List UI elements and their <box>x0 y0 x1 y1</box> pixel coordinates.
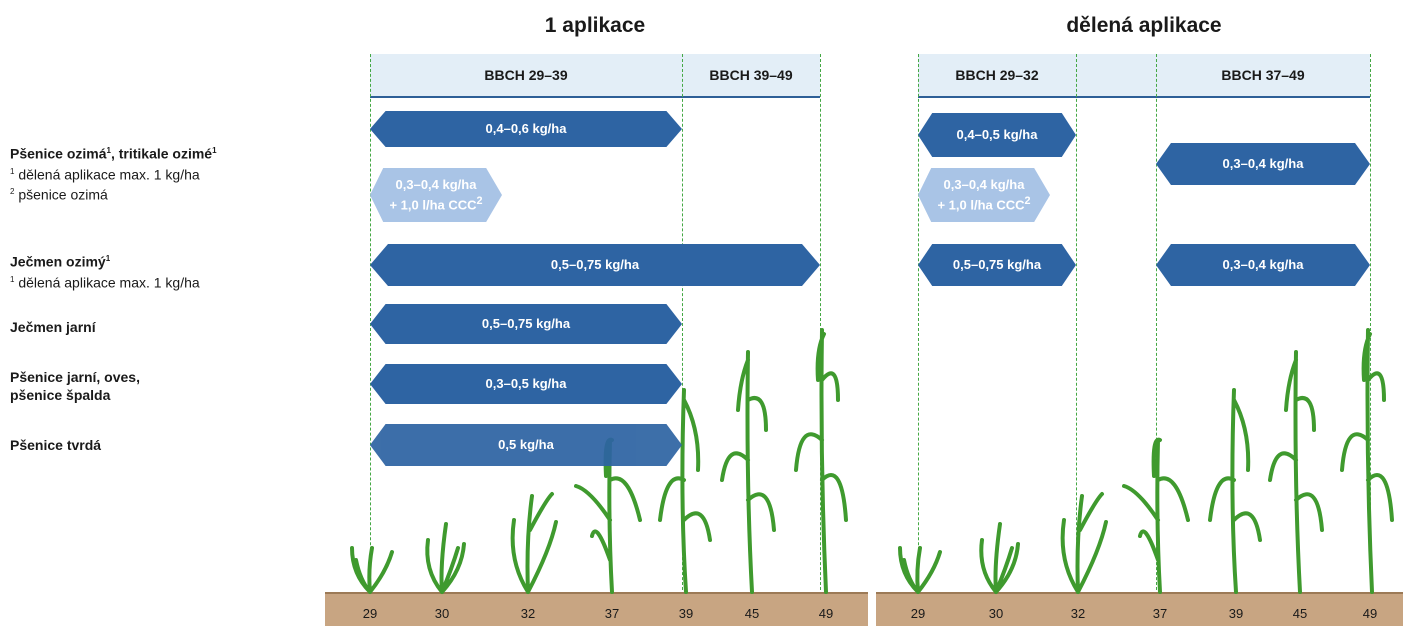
bbch-tick: 37 <box>604 606 620 621</box>
stage-band-single <box>370 54 820 98</box>
dose-label: + 1,0 l/ha CCC <box>937 197 1025 213</box>
note-text: dělená aplikace max. 1 kg/ha <box>14 274 200 291</box>
dose-arrow: 0,3–0,4 kg/ha <box>1156 244 1370 286</box>
bbch-tick: 45 <box>744 606 760 621</box>
guide-line <box>370 54 371 600</box>
note-text: dělená aplikace max. 1 kg/ha <box>14 166 200 183</box>
dose-arrow: 0,3–0,4 kg/ha <box>1156 143 1370 185</box>
guide-line <box>1156 54 1157 600</box>
dose-label: 0,3–0,4 kg/ha <box>943 176 1025 192</box>
guide-line <box>682 54 683 600</box>
guide-line <box>1370 54 1371 600</box>
row-note: 1 dělená aplikace max. 1 kg/ha <box>10 271 330 292</box>
note-text: pšenice ozimá <box>14 186 108 203</box>
crop-name: Pšenice ozimá <box>10 145 107 162</box>
stage-band-split <box>918 54 1370 98</box>
dose-arrow: 0,5 kg/ha <box>370 424 682 466</box>
dose-arrow: 0,3–0,5 kg/ha <box>370 364 682 404</box>
dose-label: + 1,0 l/ha CCC <box>389 197 477 213</box>
row-title: Pšenice ozimá1, tritikale ozimé1 <box>10 142 330 163</box>
bbch-tick: 39 <box>1228 606 1244 621</box>
guide-line <box>1076 54 1077 600</box>
stage-label-single-39-49: BBCH 39–49 <box>709 67 793 83</box>
dose-arrow: 0,5–0,75 kg/ha <box>370 304 682 344</box>
row-label-spring-barley: Ječmen jarní <box>10 319 96 335</box>
dose-label: 0,4–0,6 kg/ha <box>485 121 567 136</box>
dose-label: 0,5 kg/ha <box>498 437 554 452</box>
row-title: Ječmen ozimý1 <box>10 250 330 271</box>
footnote-mark: 2 <box>476 194 483 207</box>
row-label-winter-barley: Ječmen ozimý1 1 dělená aplikace max. 1 k… <box>10 250 330 291</box>
bbch-tick: 30 <box>434 606 450 621</box>
dose-arrow-ccc: 0,3–0,4 kg/ha + 1,0 l/ha CCC2 <box>918 168 1050 222</box>
bbch-tick: 30 <box>988 606 1004 621</box>
crop-name: Ječmen ozimý <box>10 253 106 270</box>
bbch-tick: 32 <box>520 606 536 621</box>
row-note: 2 pšenice ozimá <box>10 183 330 204</box>
guide-line <box>820 54 821 600</box>
dose-arrow: 0,4–0,5 kg/ha <box>918 113 1076 157</box>
split-application-title: dělená aplikace <box>1066 14 1222 37</box>
row-note: 1 dělená aplikace max. 1 kg/ha <box>10 163 330 184</box>
dose-label: 0,5–0,75 kg/ha <box>952 257 1042 272</box>
bbch-tick: 29 <box>910 606 926 621</box>
stage-label-single-29-39: BBCH 29–39 <box>484 67 568 83</box>
guide-line <box>918 54 919 600</box>
soil-strip-single <box>325 592 868 626</box>
dose-label: 0,3–0,4 kg/ha <box>1222 257 1304 272</box>
dose-arrow: 0,4–0,6 kg/ha <box>370 111 682 147</box>
bbch-tick: 49 <box>818 606 834 621</box>
soil-strip-split <box>876 592 1403 626</box>
dose-label: 0,5–0,75 kg/ha <box>550 257 640 272</box>
footnote-mark: 2 <box>1024 194 1031 207</box>
footnote-mark: 2 <box>10 187 15 197</box>
row-label-durum-wheat: Pšenice tvrdá <box>10 437 102 453</box>
bbch-tick: 37 <box>1152 606 1168 621</box>
bbch-tick: 32 <box>1070 606 1086 621</box>
single-application-title: 1 aplikace <box>544 14 646 37</box>
bbch-tick: 29 <box>362 606 378 621</box>
bbch-tick: 45 <box>1292 606 1308 621</box>
footnote-mark: 1 <box>10 166 15 176</box>
footnote-mark: 1 <box>212 146 217 155</box>
stage-label-split-29-32: BBCH 29–32 <box>955 67 1039 83</box>
dose-arrow: 0,5–0,75 kg/ha <box>370 244 820 286</box>
dose-label: 0,4–0,5 kg/ha <box>956 127 1038 142</box>
bbch-tick: 49 <box>1362 606 1378 621</box>
crop-name: pšenice špalda <box>10 387 111 403</box>
dose-arrow: 0,5–0,75 kg/ha <box>918 244 1076 286</box>
footnote-mark: 1 <box>10 274 15 284</box>
crop-name: , tritikale ozimé <box>110 145 213 162</box>
row-label-spring-wheat: Pšenice jarní, oves, pšenice špalda <box>10 368 140 404</box>
row-label-winter-wheat: Pšenice ozimá1, tritikale ozimé1 1 dělen… <box>10 142 330 204</box>
dose-arrow-ccc: 0,3–0,4 kg/ha + 1,0 l/ha CCC2 <box>370 168 502 222</box>
dose-label: 0,3–0,4 kg/ha <box>1222 156 1304 171</box>
stage-label-split-37-49: BBCH 37–49 <box>1221 67 1305 83</box>
crop-name: Pšenice jarní, oves, <box>10 369 140 385</box>
dose-label: 0,3–0,4 kg/ha <box>395 176 477 192</box>
footnote-mark: 1 <box>106 146 111 155</box>
plant-icon <box>350 328 1394 594</box>
bbch-tick: 39 <box>678 606 694 621</box>
dose-label: 0,5–0,75 kg/ha <box>481 316 571 331</box>
dose-label: 0,3–0,5 kg/ha <box>485 376 567 391</box>
footnote-mark: 1 <box>105 254 111 263</box>
